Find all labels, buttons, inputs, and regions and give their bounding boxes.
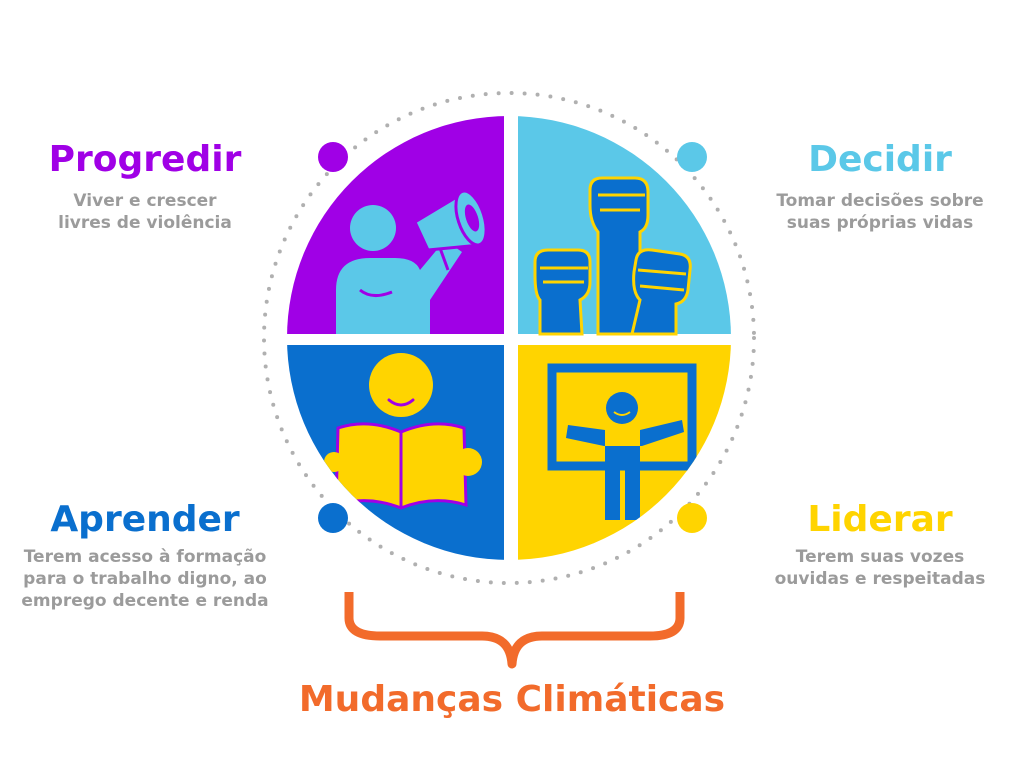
decidir-title: Decidir: [808, 139, 952, 180]
decidir-label: Decidir Tomar decisões sobre suas própri…: [750, 140, 1010, 234]
liderar-desc-line2: ouvidas e respeitadas: [774, 569, 986, 589]
progredir-dot: [318, 142, 348, 172]
decidir-desc-line1: Tomar decisões sobre: [776, 191, 984, 211]
liderar-label: Liderar Terem suas vozes ouvidas e respe…: [750, 500, 1010, 590]
reading-person-icon: [324, 353, 482, 510]
progredir-title: Progredir: [48, 139, 242, 180]
curly-brace: [344, 592, 685, 669]
liderar-dot: [677, 503, 707, 533]
decidir-dot: [677, 142, 707, 172]
aprender-desc-line2: para o trabalho digno, ao: [23, 569, 267, 589]
liderar-desc-line1: Terem suas vozes: [795, 547, 965, 567]
progredir-desc-line2: livres de violência: [58, 213, 232, 233]
progredir-desc-line1: Viver e crescer: [73, 191, 217, 211]
dotted-ring: [262, 91, 756, 585]
aprender-desc-line3: emprego decente e renda: [21, 591, 269, 611]
aprender-desc-line1: Terem acesso à formação: [23, 547, 267, 567]
megaphone-person-icon: [336, 189, 488, 334]
liderar-title: Liderar: [807, 499, 953, 540]
decidir-desc-line2: suas próprias vidas: [786, 213, 974, 233]
aprender-title: Aprender: [50, 499, 240, 540]
aprender-dot: [318, 503, 348, 533]
footer-title: Mudanças Climáticas: [298, 679, 726, 720]
progredir-label: Progredir Viver e crescer livres de viol…: [20, 140, 270, 234]
raised-fists-icon: [533, 176, 692, 336]
person-at-board-icon: [547, 363, 697, 520]
aprender-label: Aprender Terem acesso à formação para o …: [0, 500, 290, 612]
